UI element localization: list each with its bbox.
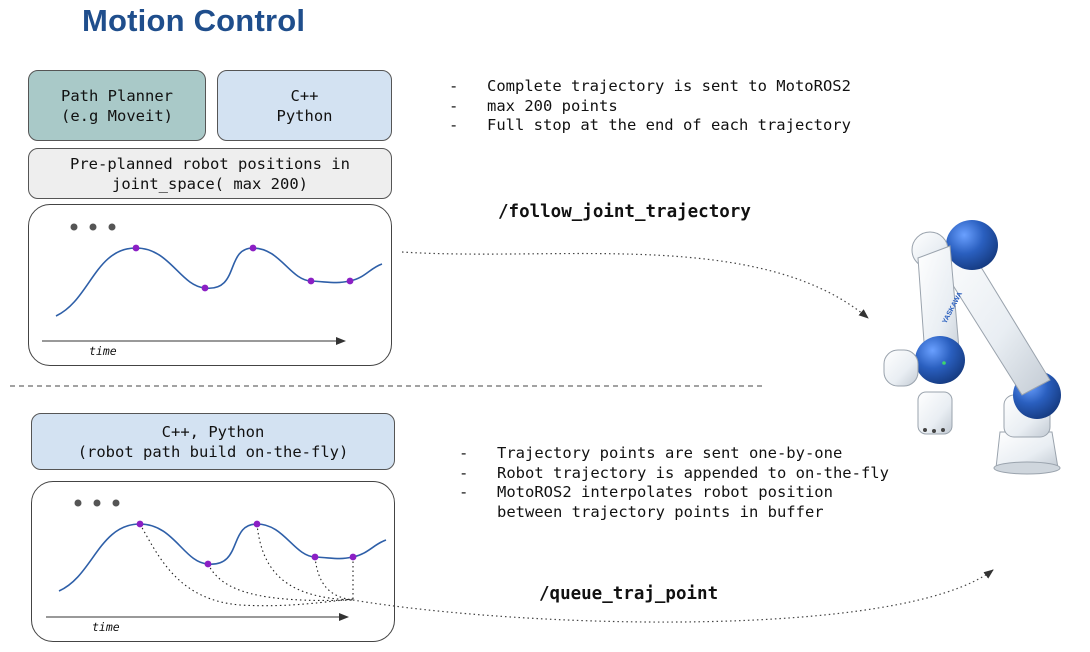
queue-point-arrow <box>352 569 994 623</box>
list-item: -Complete trajectory is sent to MotoROS2 <box>449 77 851 95</box>
page-title: Motion Control <box>82 3 306 38</box>
follow-trajectory-arrow <box>401 251 869 319</box>
preplanned-line-2: joint_space( max 200) <box>112 174 308 193</box>
trajectory-points-top <box>132 244 354 292</box>
robot-arm-icon: YASKAWA <box>883 220 1061 475</box>
on-the-fly-label: (robot path build on-the-fly) <box>77 442 349 461</box>
path-planner-label: Path Planner <box>61 86 173 105</box>
bottom-plot-ellipsis <box>74 499 120 507</box>
topic-follow-joint-trajectory: /follow_joint_trajectory <box>498 202 751 222</box>
trajectory-plot-top <box>28 204 392 366</box>
preplanned-line-1: Pre-planned robot positions in <box>70 154 350 173</box>
top-plot-ellipsis <box>70 223 116 231</box>
language-box-bottom: C++, Python (robot path build on-the-fly… <box>31 413 395 470</box>
language-cpp-label: C++ <box>290 86 319 105</box>
path-planner-example: (e.g Moveit) <box>61 106 173 125</box>
trajectory-plot-bottom <box>31 481 395 642</box>
list-item-continuation: between trajectory points in buffer <box>497 502 824 521</box>
language-label: C++, Python <box>161 422 265 441</box>
language-box-top: C++ Python <box>217 70 392 141</box>
time-axis-label-top: time <box>89 344 117 358</box>
queued-point-dotted-links <box>139 523 354 607</box>
trajectory-points-bottom <box>136 520 357 568</box>
list-item: -MotoROS2 interpolates robot position <box>459 483 833 501</box>
language-python-label: Python <box>276 106 333 125</box>
path-planner-box: Path Planner (e.g Moveit) <box>28 70 206 141</box>
bottom-bullet-list: -Trajectory points are sent one-by-one -… <box>459 444 889 522</box>
list-item: -Robot trajectory is appended to on-the-… <box>459 463 889 482</box>
topic-queue-traj-point: /queue_traj_point <box>539 584 719 604</box>
trajectory-curve-bottom <box>58 523 387 592</box>
list-item: -Trajectory points are sent one-by-one <box>459 444 843 462</box>
trajectory-curve-top <box>55 247 383 317</box>
list-item: -max 200 points <box>449 96 618 115</box>
preplanned-positions-box: Pre-planned robot positions in joint_spa… <box>28 148 392 199</box>
top-bullet-list: -Complete trajectory is sent to MotoROS2… <box>449 77 851 136</box>
time-axis-label-bottom: time <box>92 620 120 634</box>
list-item: -Full stop at the end of each trajectory <box>449 116 851 134</box>
